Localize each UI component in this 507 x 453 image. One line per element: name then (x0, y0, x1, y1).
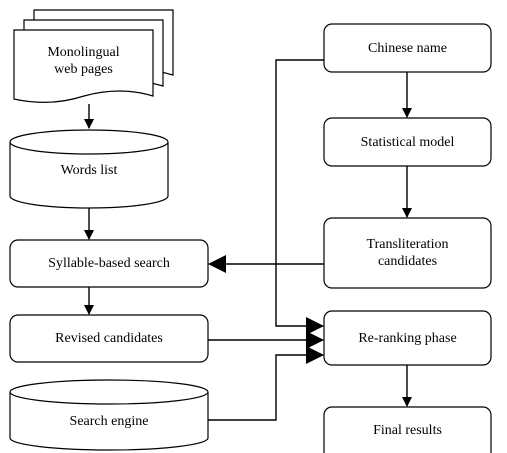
transliteration-candidates-box (323, 217, 492, 289)
arrow-searchengine-to-reranking (208, 346, 324, 421)
words-list-label: Words list (60, 162, 118, 178)
web-pages-document-stack (13, 9, 174, 103)
search-engine-cylinder (9, 379, 209, 451)
statistical-model-label: Statistical model (360, 134, 455, 150)
revised-candidates-box (9, 314, 209, 363)
final-results-label: Final results (373, 422, 442, 438)
arrow-chinese-to-reranking (275, 59, 324, 335)
syllable-search-label: Syllable-based search (48, 256, 170, 271)
transliteration-candidates-label: Transliteration candidates (366, 237, 449, 269)
reranking-phase-label: Re-ranking phase (358, 330, 457, 346)
web-pages-label: Monolingual web pages (47, 45, 120, 77)
chinese-name-label: Chinese name (368, 40, 447, 56)
search-engine-label: Search engine (69, 413, 149, 429)
final-results-box (323, 406, 492, 453)
revised-candidates-label: Revised candidates (55, 331, 163, 346)
